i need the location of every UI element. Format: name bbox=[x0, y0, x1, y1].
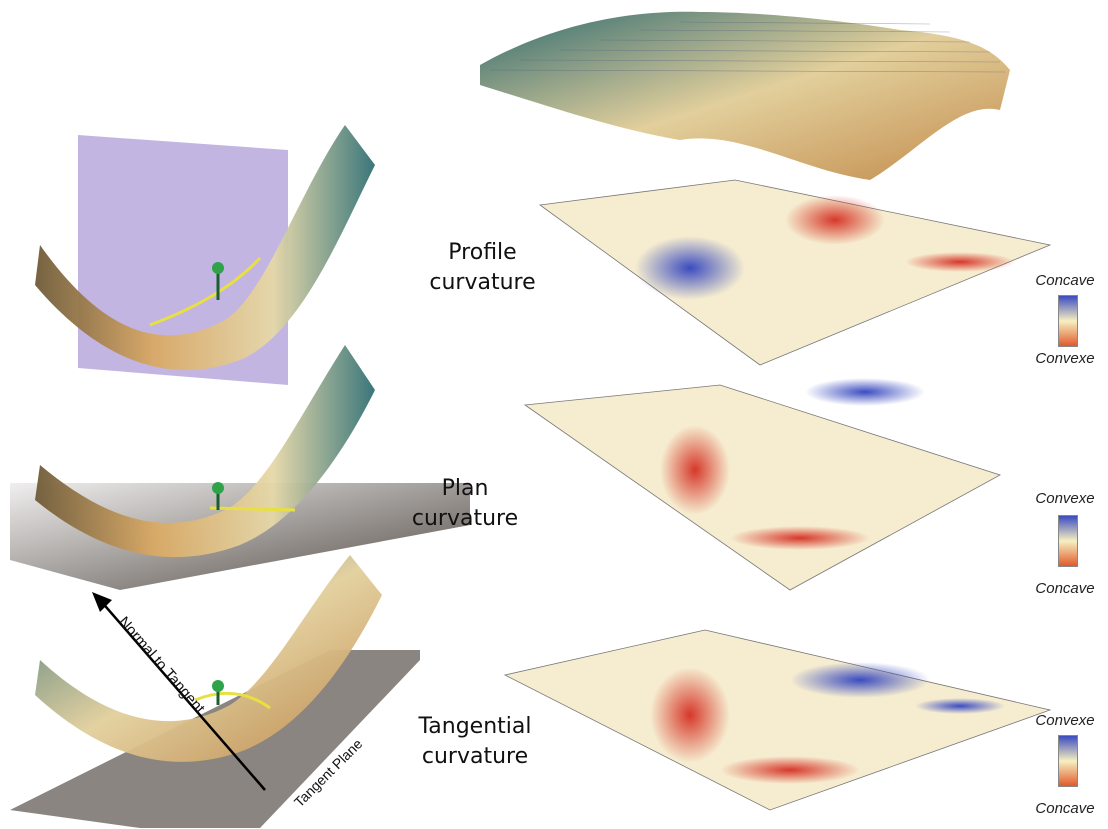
tangential-label-line1: Tangential bbox=[418, 714, 532, 739]
tangential-curvature-label: Tangential curvature bbox=[405, 712, 545, 772]
profile-curvature-map bbox=[538, 179, 1052, 366]
tan-convex-band bbox=[790, 662, 930, 698]
normal-pin-head-3 bbox=[212, 680, 224, 692]
plan-legend-top: Convexe bbox=[1035, 490, 1095, 507]
tangential-label-line2: curvature bbox=[421, 744, 529, 769]
plan-label-line2: curvature bbox=[411, 506, 519, 531]
saddle-surface-2 bbox=[35, 345, 375, 558]
terrain-surface bbox=[480, 11, 1010, 180]
saddle-surface-3 bbox=[35, 555, 382, 762]
tan-legend-bottom: Concave bbox=[1035, 800, 1095, 817]
profile-legend-bottom: Convexe bbox=[1035, 350, 1095, 367]
profile-label-line2: curvature bbox=[429, 270, 536, 295]
plan-curvature-map bbox=[523, 384, 1002, 591]
tan-convex-band-2 bbox=[915, 698, 1005, 714]
normal-pin-head-1 bbox=[212, 262, 224, 274]
profile-legend-top: Concave bbox=[1035, 272, 1095, 289]
profile-label-line1: Profile bbox=[448, 240, 517, 265]
profile-curvature-label: Profile curvature bbox=[410, 238, 555, 298]
plan-concave-blob bbox=[660, 425, 730, 515]
plan-convex-band bbox=[805, 378, 925, 406]
normal-label: Normal to Tangent bbox=[115, 613, 209, 717]
saddle-surface-1 bbox=[35, 125, 375, 371]
normal-pin-head-2 bbox=[212, 482, 224, 494]
profile-concave-region bbox=[635, 236, 745, 300]
tan-legend-bar bbox=[1058, 735, 1078, 787]
profile-convex-band bbox=[905, 252, 1015, 272]
tan-concave-band bbox=[720, 756, 860, 784]
tan-concave-blob bbox=[650, 667, 730, 763]
plan-legend-bottom: Concave bbox=[1035, 580, 1095, 597]
normal-arrow bbox=[99, 599, 266, 791]
tangential-curvature-map bbox=[503, 629, 1052, 811]
tan-legend-top: Convexe bbox=[1035, 712, 1095, 729]
terrain-contours bbox=[489, 21, 1006, 73]
plan-label-line1: Plan bbox=[441, 476, 489, 501]
plan-legend-bar bbox=[1058, 515, 1078, 567]
plan-concave-band bbox=[730, 526, 870, 550]
profile-legend-bar bbox=[1058, 295, 1078, 347]
normal-section-curve-1 bbox=[149, 256, 262, 327]
normal-section-curve-2 bbox=[209, 506, 296, 512]
profile-convex-region bbox=[785, 195, 885, 245]
tangent-section-curve bbox=[194, 691, 271, 710]
plan-curvature-label: Plan curvature bbox=[405, 474, 525, 534]
normal-arrow-head bbox=[92, 592, 112, 612]
